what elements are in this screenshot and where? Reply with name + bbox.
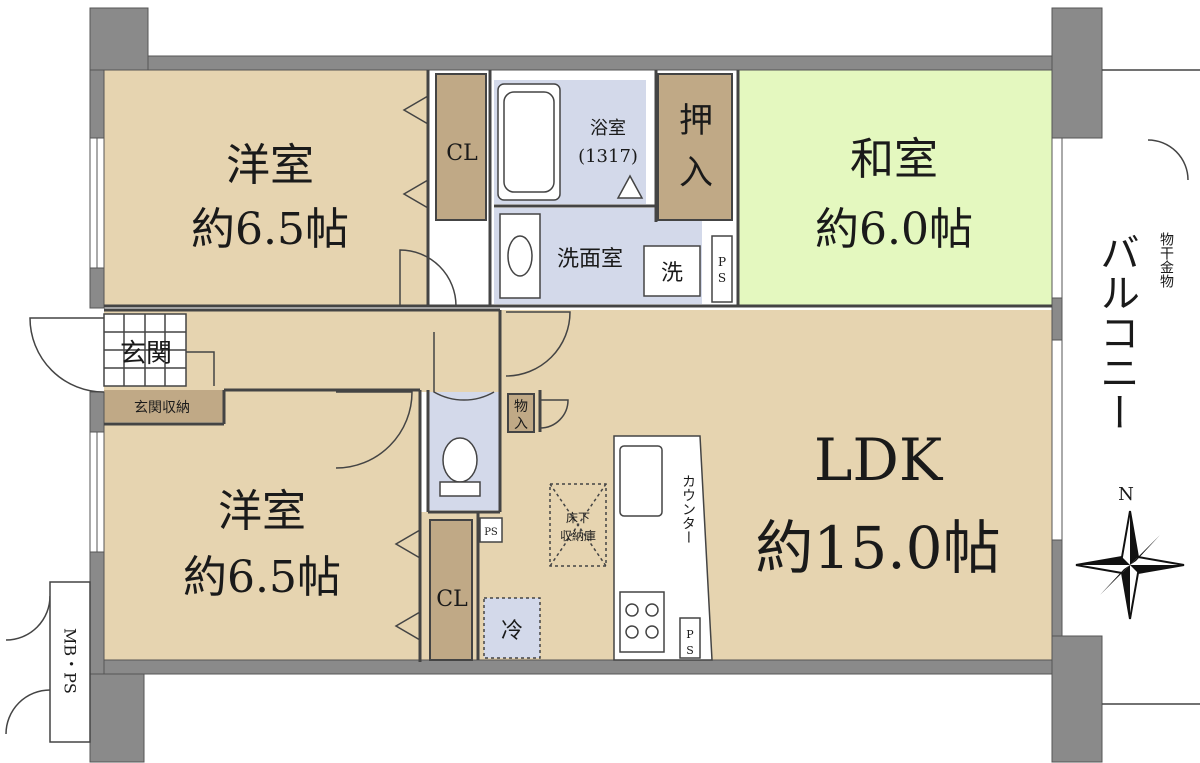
column-bottom-left bbox=[89, 673, 145, 763]
ps-box-kitchen bbox=[679, 617, 701, 659]
ps-top-label-2: S bbox=[718, 271, 726, 285]
sink bbox=[619, 445, 663, 517]
ldk-size: 約15.0帖 bbox=[755, 514, 1000, 582]
ps-box-top bbox=[711, 235, 733, 303]
wall-bottom bbox=[103, 659, 1065, 675]
underfloor-label-1: 床下 bbox=[566, 511, 590, 525]
western-bottom-size: 約6.5帖 bbox=[183, 552, 341, 603]
closet-top bbox=[435, 73, 487, 221]
underfloor-label-2: 収納庫 bbox=[560, 529, 596, 543]
oshiire bbox=[657, 73, 733, 221]
bath-name: 浴室 bbox=[590, 118, 626, 139]
drying-fixture-label: 物干金物 bbox=[1158, 232, 1174, 289]
door-ldk bbox=[505, 311, 571, 377]
closet-door-marks bbox=[186, 95, 429, 641]
column-bottom-right bbox=[1051, 635, 1103, 763]
japanese-name: 和室 bbox=[850, 134, 938, 185]
ldk-floor bbox=[420, 310, 1052, 662]
closets bbox=[429, 73, 733, 661]
door-balcony bbox=[1147, 139, 1189, 181]
wall-top bbox=[91, 55, 1065, 71]
washer-label: 洗 bbox=[661, 261, 683, 286]
entrance-label: 玄関 bbox=[120, 339, 172, 369]
washer bbox=[643, 245, 701, 297]
windows bbox=[89, 137, 1063, 553]
ldk-name: LDK bbox=[814, 426, 944, 494]
ps-kitchen-label-2: S bbox=[686, 644, 694, 657]
door-entrance bbox=[29, 317, 105, 393]
storage-box bbox=[507, 393, 535, 433]
ps-kitchen-label-1: P bbox=[686, 628, 694, 641]
western-bottom-name: 洋室 bbox=[218, 486, 306, 537]
door-swings bbox=[5, 139, 1189, 735]
ps-top-label-1: P bbox=[718, 255, 726, 269]
door-toilet bbox=[433, 332, 495, 401]
window-right-ldk bbox=[1051, 339, 1063, 541]
fridge bbox=[483, 597, 541, 659]
balcony-rail bbox=[1102, 69, 1200, 705]
fixtures bbox=[49, 83, 733, 743]
closet-top-label: CL bbox=[446, 141, 478, 166]
entrance-tiles bbox=[103, 313, 187, 387]
storage-label-2: 入 bbox=[514, 416, 528, 432]
compass-rose bbox=[1075, 510, 1185, 620]
door-storage bbox=[539, 399, 569, 429]
storage-label-1: 物 bbox=[514, 399, 528, 415]
mbps-box bbox=[49, 581, 91, 743]
bath-code: (1317) bbox=[578, 146, 638, 167]
door-mbps-bottom bbox=[5, 689, 51, 735]
closet-bottom-label: CL bbox=[436, 587, 468, 612]
toilet-bowl bbox=[442, 437, 478, 483]
window-right-japanese bbox=[1051, 137, 1063, 299]
entrance-storage-floor bbox=[104, 390, 224, 422]
stove bbox=[619, 591, 665, 653]
japanese-size: 約6.0帖 bbox=[815, 204, 973, 255]
door-western-top bbox=[399, 249, 457, 307]
western-room-top-floor bbox=[104, 70, 428, 306]
fridge-label: 冷 bbox=[501, 619, 523, 644]
closet-bottom bbox=[429, 519, 473, 661]
column-top-right bbox=[1051, 7, 1103, 139]
ps-toilet-label: PS bbox=[484, 527, 498, 538]
labels: 洋室 約6.5帖 洋室 約6.5帖 和室 約6.0帖 LDK 約15.0帖 浴室… bbox=[61, 101, 1175, 694]
compass-north-label: N bbox=[1118, 484, 1134, 505]
western-top-name: 洋室 bbox=[226, 140, 314, 191]
balcony-label: バルコニー bbox=[1093, 232, 1139, 432]
oshiire-label-1: 押 bbox=[679, 101, 713, 141]
column-top-left bbox=[89, 7, 149, 71]
western-top-size: 約6.5帖 bbox=[191, 204, 349, 255]
mbps-label: MB・PS bbox=[61, 628, 80, 694]
entrance-storage-label: 玄関収納 bbox=[134, 399, 190, 416]
japanese-room-floor bbox=[738, 70, 1052, 306]
ps-box-toilet bbox=[479, 517, 503, 543]
door-western-bottom bbox=[335, 391, 413, 469]
western-room-bottom-floor bbox=[104, 392, 420, 662]
oshiire-label-2: 入 bbox=[679, 153, 713, 193]
door-mbps-top bbox=[5, 595, 51, 641]
washroom-label: 洗面室 bbox=[557, 247, 623, 272]
counter-label: カウンター bbox=[680, 474, 696, 544]
